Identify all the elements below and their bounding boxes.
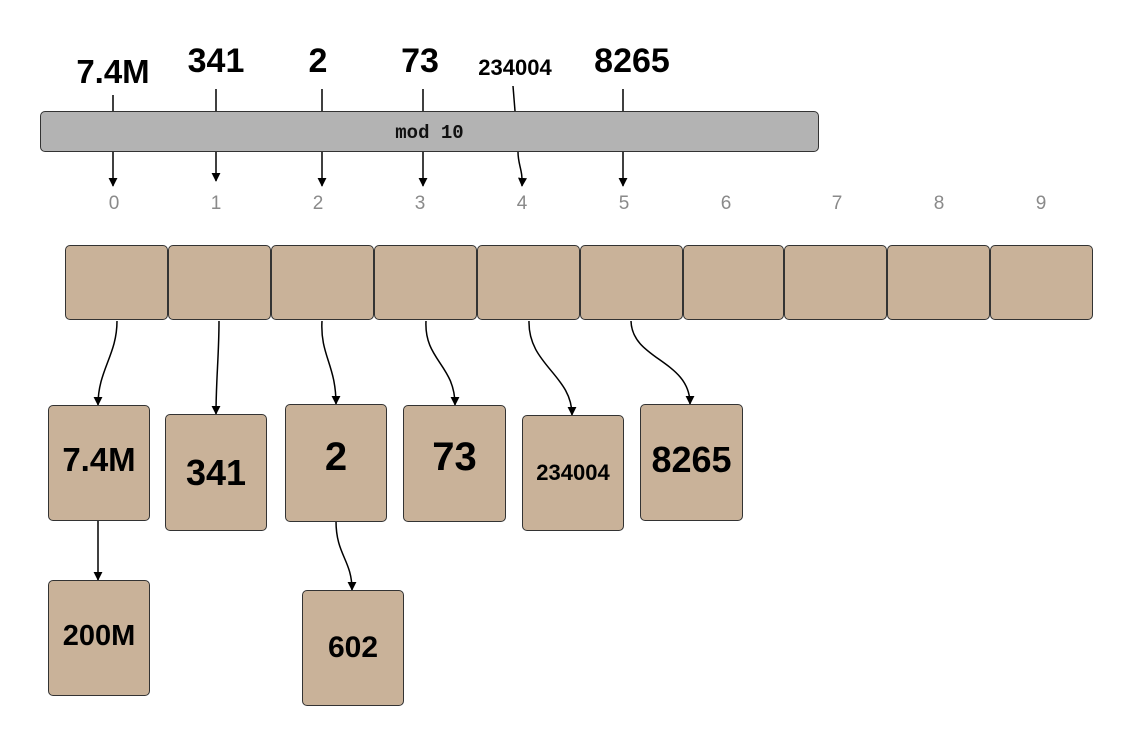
collision-arrow-2 bbox=[335, 520, 357, 591]
hash-function-label: mod 10 bbox=[395, 122, 464, 144]
bucket-index: 4 bbox=[516, 193, 528, 214]
bucket-slot-1 bbox=[168, 245, 271, 320]
bucket-slot-7 bbox=[784, 245, 887, 320]
bucket-index: 1 bbox=[210, 193, 222, 214]
input-key: 234004 bbox=[478, 55, 552, 80]
chain-node: 73 bbox=[403, 405, 506, 522]
bucket-index: 2 bbox=[312, 193, 324, 214]
bucket-slot-8 bbox=[887, 245, 990, 320]
chain-arrow-2 bbox=[321, 320, 341, 405]
chain-node: 234004 bbox=[522, 415, 624, 531]
bucket-slot-4 bbox=[477, 245, 580, 320]
input-key: 2 bbox=[308, 42, 328, 80]
bucket-index: 0 bbox=[108, 193, 120, 214]
chain-arrow-0 bbox=[93, 320, 118, 406]
chain-arrow-3 bbox=[425, 320, 460, 406]
chain-node: 2 bbox=[285, 404, 387, 522]
bucket-slot-0 bbox=[65, 245, 168, 320]
chain-arrow-5 bbox=[630, 320, 695, 405]
input-key: 8265 bbox=[594, 42, 670, 80]
chain-node: 8265 bbox=[640, 404, 743, 521]
bucket-slot-2 bbox=[271, 245, 374, 320]
bucket-slot-9 bbox=[990, 245, 1093, 320]
chain-node: 602 bbox=[302, 590, 404, 706]
bucket-slot-5 bbox=[580, 245, 683, 320]
input-key: 341 bbox=[187, 42, 245, 80]
chain-arrow-4 bbox=[528, 320, 577, 416]
input-key: 7.4M bbox=[76, 53, 150, 90]
hash-function-bar: mod 10 bbox=[40, 111, 819, 152]
bucket-index: 7 bbox=[831, 193, 843, 214]
hash-arrow-4 bbox=[517, 151, 527, 187]
chain-node: 200M bbox=[48, 580, 150, 696]
bucket-slot-6 bbox=[683, 245, 784, 320]
input-key: 73 bbox=[401, 42, 439, 80]
bucket-slot-3 bbox=[374, 245, 477, 320]
bucket-index: 9 bbox=[1035, 193, 1047, 214]
bucket-index: 8 bbox=[933, 193, 945, 214]
bucket-index: 6 bbox=[720, 193, 732, 214]
bucket-index: 5 bbox=[618, 193, 630, 214]
chain-node: 7.4M bbox=[48, 405, 150, 521]
bucket-index: 3 bbox=[414, 193, 426, 214]
key-stem-4 bbox=[512, 85, 516, 112]
chain-arrow-1 bbox=[211, 320, 221, 415]
chain-node: 341 bbox=[165, 414, 267, 531]
